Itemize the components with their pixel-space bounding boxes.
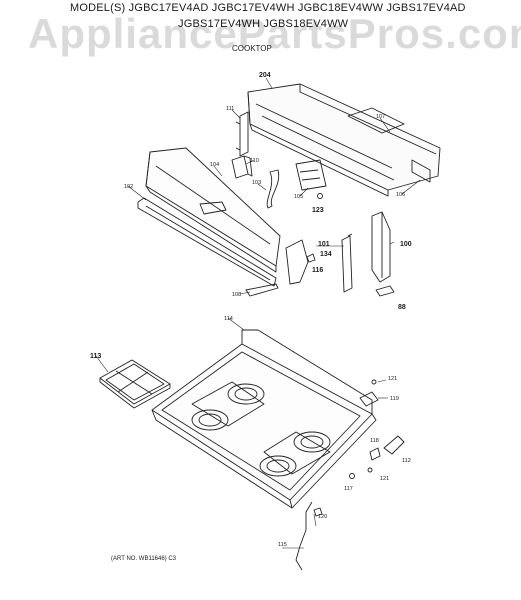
backguard-bracket bbox=[235, 111, 249, 157]
part-label-114: 114 bbox=[224, 316, 233, 322]
part-label-105: 105 bbox=[294, 194, 303, 200]
part-label-117: 117 bbox=[344, 486, 353, 492]
burner-grate bbox=[99, 359, 171, 409]
model-list-line-2: JGBS17EV4WH JGBS18EV4WW bbox=[178, 18, 349, 30]
section-title: COOKTOP bbox=[232, 44, 272, 53]
part-label-123: 123 bbox=[312, 207, 324, 214]
screw-117 bbox=[349, 473, 355, 479]
part-label-101: 101 bbox=[318, 241, 330, 248]
part-label-204: 204 bbox=[259, 72, 271, 79]
part-label-88: 88 bbox=[398, 304, 406, 311]
part-label-134: 134 bbox=[320, 251, 332, 258]
part-label-107: 107 bbox=[376, 114, 385, 120]
part-label-113: 113 bbox=[90, 353, 101, 360]
cooktop bbox=[151, 329, 377, 509]
part-number-labels: 204 111 107 104 110 105 106 102 103 123 101 134 100 1… bbox=[90, 72, 412, 548]
part-label-104: 104 bbox=[210, 162, 219, 168]
part-label-121: 121 bbox=[380, 476, 389, 482]
panel-trim bbox=[137, 197, 277, 287]
part-119 bbox=[359, 391, 379, 407]
watermark: AppliancePartsPros.com bbox=[28, 10, 521, 57]
part-label-120: 120 bbox=[318, 514, 327, 520]
screw-123 bbox=[317, 193, 323, 199]
screw-121b bbox=[367, 467, 373, 473]
part-label-115: 115 bbox=[278, 542, 287, 548]
gas-tube bbox=[295, 501, 313, 571]
spark-module bbox=[295, 159, 327, 191]
screw-121a bbox=[371, 379, 377, 385]
igniter-wire bbox=[266, 169, 280, 209]
bracket-101 bbox=[341, 233, 353, 293]
valve-module bbox=[231, 155, 253, 179]
part-label-121: 121 bbox=[388, 376, 397, 382]
backguard-panel bbox=[247, 83, 441, 197]
model-list-line-1: MODEL(S) JGBC17EV4AD JGBC17EV4WH JGBC18E… bbox=[70, 2, 466, 14]
control-panel bbox=[145, 147, 281, 273]
rail-108 bbox=[245, 283, 279, 297]
part-112 bbox=[383, 435, 405, 455]
part-label-100: 100 bbox=[400, 241, 412, 248]
part-label-108: 108 bbox=[232, 292, 241, 298]
clip-134 bbox=[306, 253, 316, 263]
part-label-118: 118 bbox=[370, 438, 379, 444]
part-label-119: 119 bbox=[390, 396, 399, 402]
part-88 bbox=[375, 285, 395, 297]
part-label-111: 111 bbox=[226, 106, 234, 112]
side-trim bbox=[371, 211, 391, 283]
art-number: (ART NO. WB11646) C3 bbox=[111, 556, 177, 562]
part-label-102: 102 bbox=[124, 184, 133, 190]
part-label-112: 112 bbox=[402, 458, 411, 464]
part-label-103: 103 bbox=[252, 180, 261, 186]
end-cap bbox=[285, 239, 309, 285]
part-label-110: 110 bbox=[250, 158, 259, 164]
part-label-106: 106 bbox=[396, 192, 405, 198]
part-118 bbox=[369, 447, 381, 461]
tube-clip bbox=[313, 507, 323, 517]
part-label-116: 116 bbox=[312, 267, 323, 274]
